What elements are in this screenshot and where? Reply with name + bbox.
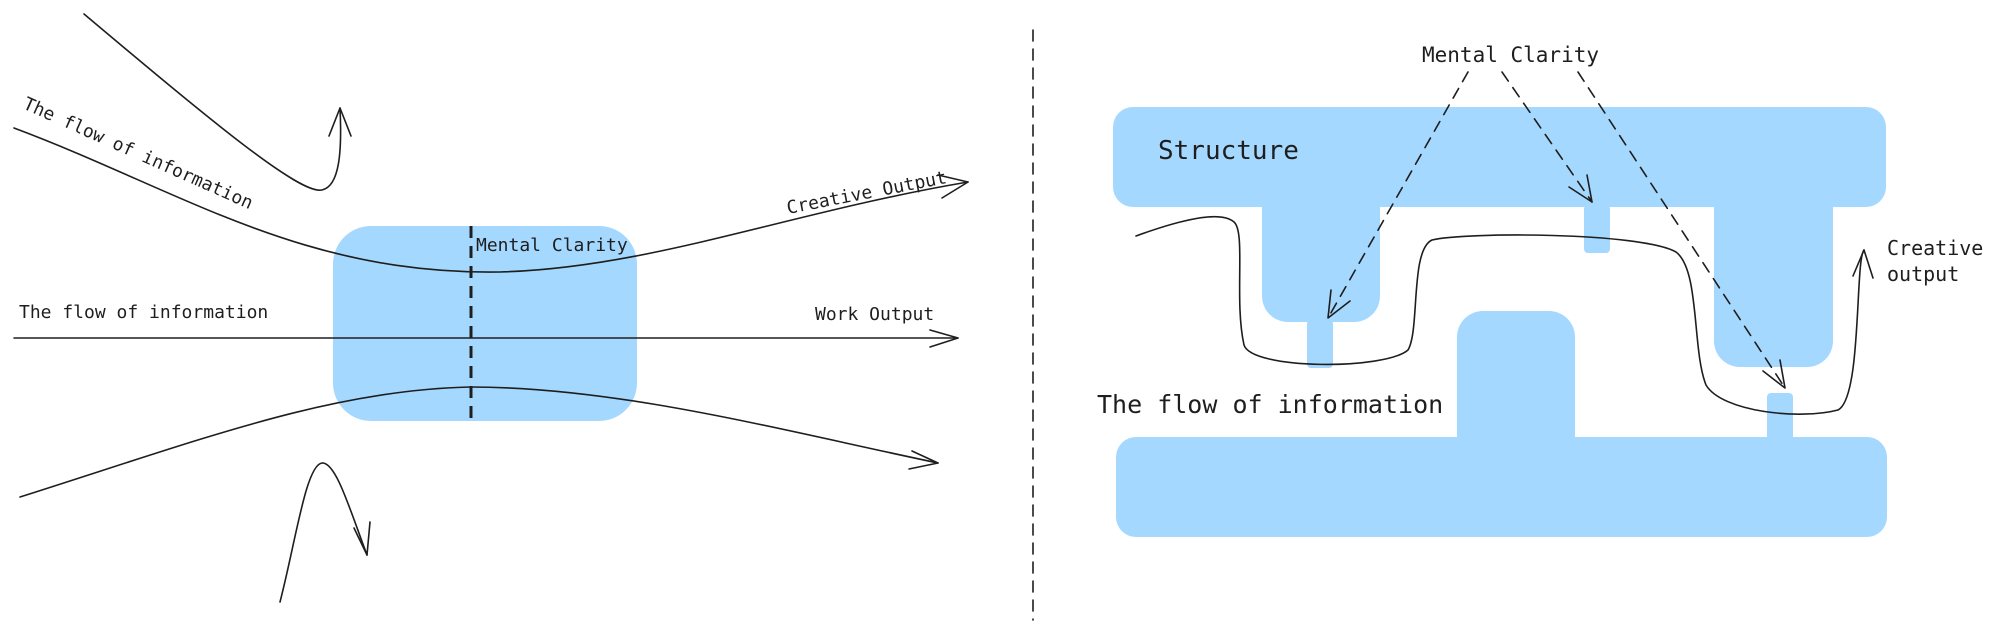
label-creative-right-1: Creative <box>1887 236 1983 260</box>
label-flow-top: The flow of information <box>20 93 256 214</box>
flow-to-creative <box>13 127 969 273</box>
label-structure: Structure <box>1158 136 1299 166</box>
small-block-2 <box>1584 205 1610 253</box>
clarity-arrow-3 <box>1577 71 1786 389</box>
label-creative-output: Creative Output <box>785 167 949 219</box>
clarity-arrowhead-2 <box>1568 174 1593 203</box>
arrowhead-up <box>328 107 352 137</box>
label-clarity-right: Mental Clarity <box>1422 43 1599 67</box>
right-panel: Mental Clarity Structure The flow of inf… <box>1097 43 1983 537</box>
structure-peg-left <box>1262 107 1380 322</box>
arrowhead-creative <box>937 174 969 199</box>
label-clarity-left: Mental Clarity <box>476 235 628 256</box>
arrowhead-lower <box>908 450 939 470</box>
clarity-arrow-1 <box>1327 71 1469 319</box>
clarity-arrow-2 <box>1501 71 1593 203</box>
mental-clarity-box <box>333 226 637 421</box>
label-flow-right: The flow of information <box>1097 390 1443 419</box>
base-tower <box>1457 311 1575 471</box>
arrowhead-work <box>929 329 959 348</box>
label-flow-middle: The flow of information <box>19 302 268 323</box>
label-work-output: Work Output <box>815 304 934 325</box>
deflected-flow-top <box>83 13 342 191</box>
winding-flow <box>1135 215 1865 415</box>
arrowhead-creative-right <box>1852 249 1874 279</box>
arrowhead-down <box>353 521 371 556</box>
label-creative-right-2: output <box>1887 262 1959 286</box>
clarity-arrowhead-1 <box>1327 289 1351 319</box>
structure-peg-right <box>1714 180 1833 367</box>
deflected-flow-bottom <box>279 462 368 603</box>
left-panel: The flow of information Creative Output … <box>13 13 969 603</box>
clarity-arrowhead-3 <box>1762 359 1786 389</box>
base-bar <box>1116 437 1887 537</box>
small-block-3 <box>1767 393 1793 441</box>
small-block-1 <box>1307 320 1333 368</box>
